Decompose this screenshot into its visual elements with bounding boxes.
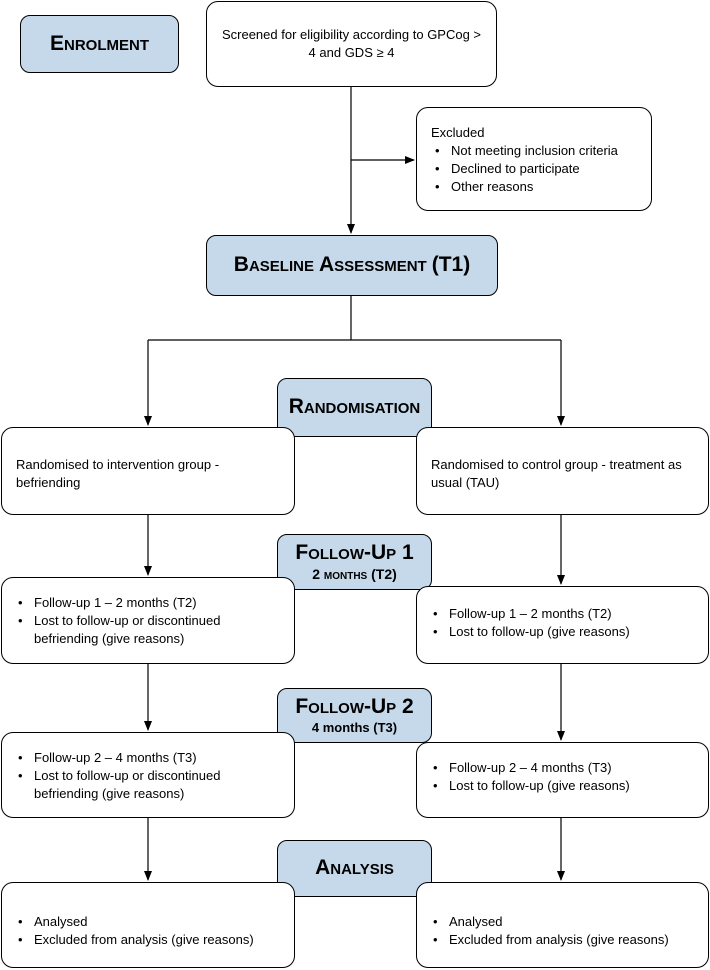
enrolment-stage: Enrolment (20, 15, 179, 73)
followup1-left-list: Follow-up 1 – 2 months (T2) Lost to foll… (14, 594, 282, 648)
analysis-left-item: Analysed (14, 913, 282, 931)
intervention-box: Randomised to intervention group - befri… (1, 427, 295, 515)
intervention-text: Randomised to intervention group - befri… (16, 457, 220, 490)
excluded-item: Not meeting inclusion criteria (431, 142, 651, 160)
control-text: Randomised to control group - treatment … (431, 457, 682, 490)
excluded-box: Excluded Not meeting inclusion criteria … (416, 107, 652, 211)
followup1-stage: Follow-Up 1 2 months (T2) (277, 534, 432, 590)
followup2-right-list: Follow-up 2 – 4 months (T3) Lost to foll… (429, 759, 696, 795)
analysis-title: Analysis (315, 856, 394, 880)
analysis-right-list: Analysed Excluded from analysis (give re… (429, 913, 696, 949)
analysis-left-item: Excluded from analysis (give reasons) (14, 931, 282, 949)
followup2-left-item: Follow-up 2 – 4 months (T3) (14, 749, 282, 767)
analysis-right-item: Excluded from analysis (give reasons) (429, 931, 696, 949)
followup2-left-list: Follow-up 2 – 4 months (T3) Lost to foll… (14, 749, 282, 803)
followup2-left-item: Lost to follow-up or discontinued befrie… (14, 767, 282, 803)
excluded-item: Declined to participate (431, 160, 651, 178)
followup1-right-item: Follow-up 1 – 2 months (T2) (429, 605, 696, 623)
followup1-title: Follow-Up 1 (295, 540, 414, 564)
followup2-left-box: Follow-up 2 – 4 months (T3) Lost to foll… (1, 732, 295, 818)
excluded-title: Excluded (431, 125, 485, 140)
control-box: Randomised to control group - treatment … (416, 427, 709, 515)
followup1-right-item: Lost to follow-up (give reasons) (429, 623, 696, 641)
analysis-stage: Analysis (277, 840, 432, 897)
followup1-right-box: Follow-up 1 – 2 months (T2) Lost to foll… (416, 586, 709, 664)
followup2-stage: Follow-Up 2 4 months (T3) (277, 688, 432, 743)
followup2-subtitle: 4 months (T3) (311, 719, 398, 735)
followup1-left-item: Follow-up 1 – 2 months (T2) (14, 594, 282, 612)
followup1-subtitle: 2 months (T2) (312, 565, 397, 582)
screening-text: Screened for eligibility according to GP… (221, 27, 482, 60)
followup2-right-item: Lost to follow-up (give reasons) (429, 777, 696, 795)
analysis-right-item: Analysed (429, 913, 696, 931)
baseline-stage: Baseline Assessment (T1) (206, 235, 498, 296)
screening-box: Screened for eligibility according to GP… (206, 1, 497, 87)
analysis-left-list: Analysed Excluded from analysis (give re… (14, 913, 282, 949)
followup1-left-item: Lost to follow-up or discontinued befrie… (14, 612, 282, 648)
enrolment-title: Enrolment (50, 31, 149, 55)
excluded-item: Other reasons (431, 178, 651, 196)
randomisation-stage: Randomisation (277, 378, 432, 437)
followup2-right-box: Follow-up 2 – 4 months (T3) Lost to foll… (416, 742, 709, 818)
followup1-left-box: Follow-up 1 – 2 months (T2) Lost to foll… (1, 577, 295, 664)
randomisation-title: Randomisation (288, 395, 421, 419)
followup1-right-list: Follow-up 1 – 2 months (T2) Lost to foll… (429, 605, 696, 641)
baseline-suffix: (T1) (431, 253, 471, 277)
excluded-list: Not meeting inclusion criteria Declined … (431, 142, 651, 196)
baseline-title: Baseline Assessment (233, 253, 427, 277)
analysis-right-box: Analysed Excluded from analysis (give re… (416, 882, 709, 968)
followup2-right-item: Follow-up 2 – 4 months (T3) (429, 759, 696, 777)
analysis-left-box: Analysed Excluded from analysis (give re… (1, 882, 295, 968)
followup2-title: Follow-Up 2 (295, 694, 414, 718)
